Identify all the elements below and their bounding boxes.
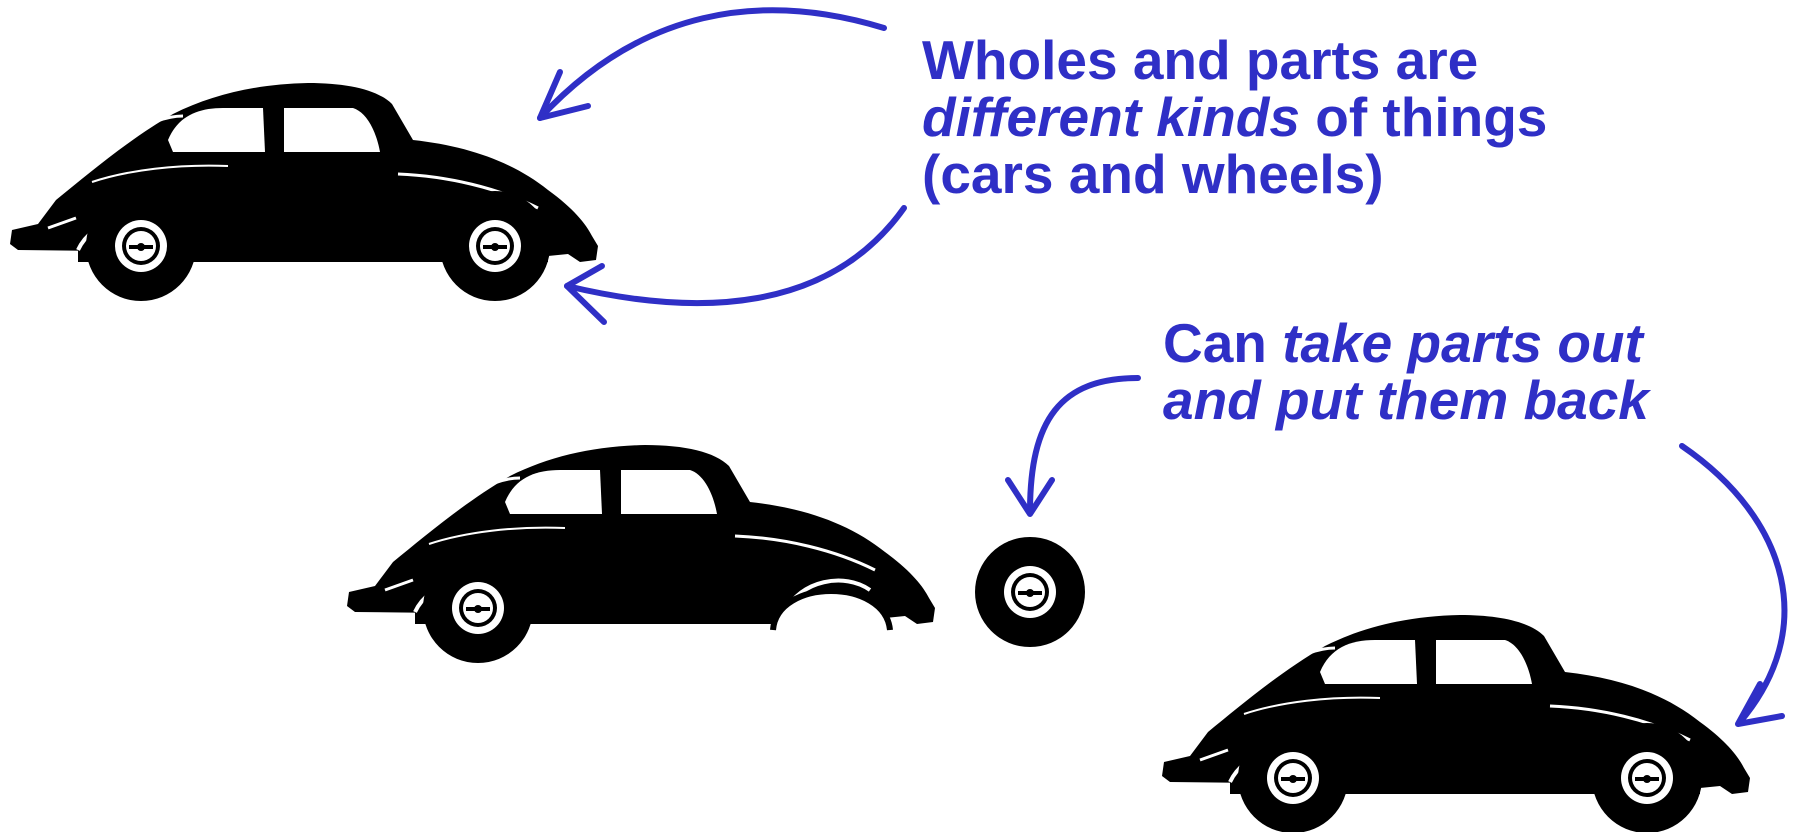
- car-without-wheel: [347, 445, 935, 663]
- caption-line: (cars and wheels): [922, 146, 1547, 203]
- caption-emphasis: take parts out: [1282, 312, 1643, 374]
- caption-wholes-and-parts: Wholes and parts are different kinds of …: [922, 32, 1547, 203]
- car-reassembled: [1162, 615, 1750, 832]
- arrow-to-reassembled-car: [1682, 446, 1784, 724]
- caption-line: and put them back: [1163, 372, 1649, 429]
- caption-line: Can take parts out: [1163, 315, 1649, 372]
- car-complete: [10, 83, 598, 301]
- caption-text: of things: [1300, 86, 1547, 148]
- caption-emphasis: and put them back: [1163, 369, 1649, 431]
- caption-line: Wholes and parts are: [922, 32, 1547, 89]
- caption-line: different kinds of things: [922, 89, 1547, 146]
- arrow-to-wheels: [567, 208, 904, 322]
- arrow-to-detached-wheel: [1008, 378, 1138, 514]
- caption-take-parts-out: Can take parts out and put them back: [1163, 315, 1649, 429]
- caption-emphasis: different kinds: [922, 86, 1300, 148]
- arrow-to-car: [540, 10, 884, 118]
- detached-wheel: [975, 537, 1085, 647]
- caption-text: Can: [1163, 312, 1282, 374]
